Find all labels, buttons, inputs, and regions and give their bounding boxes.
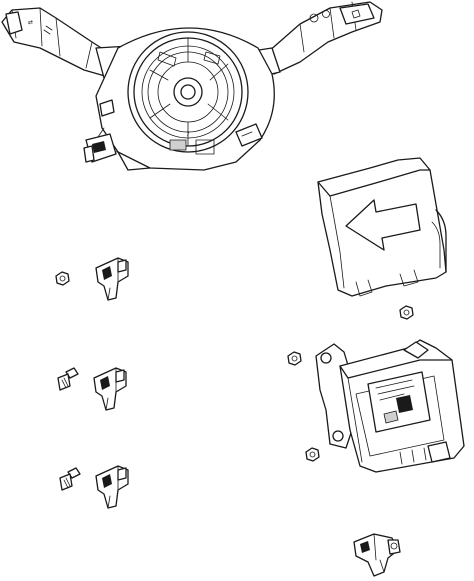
nut-1 <box>55 271 70 286</box>
airbag-control-module-cover[interactable] <box>317 157 447 297</box>
clockspring-switch-assembly[interactable]: ⇄ 7 <box>1 1 383 171</box>
arrow-left-icon <box>345 199 421 251</box>
bolt-1 <box>57 367 79 391</box>
nut-2 <box>399 305 414 320</box>
svg-text:⇄: ⇄ <box>28 19 33 26</box>
clockspring-mark: 7 <box>186 131 190 138</box>
impact-sensor-1[interactable] <box>95 257 129 301</box>
impact-sensor-3[interactable] <box>95 465 129 509</box>
bolt-2 <box>59 467 81 491</box>
front-impact-sensor[interactable] <box>353 533 401 577</box>
impact-sensor-2[interactable] <box>93 367 127 411</box>
switch-connector <box>83 133 117 163</box>
nut-4 <box>305 447 320 462</box>
occupant-restraint-controller[interactable] <box>315 339 465 473</box>
nut-3 <box>287 351 302 366</box>
